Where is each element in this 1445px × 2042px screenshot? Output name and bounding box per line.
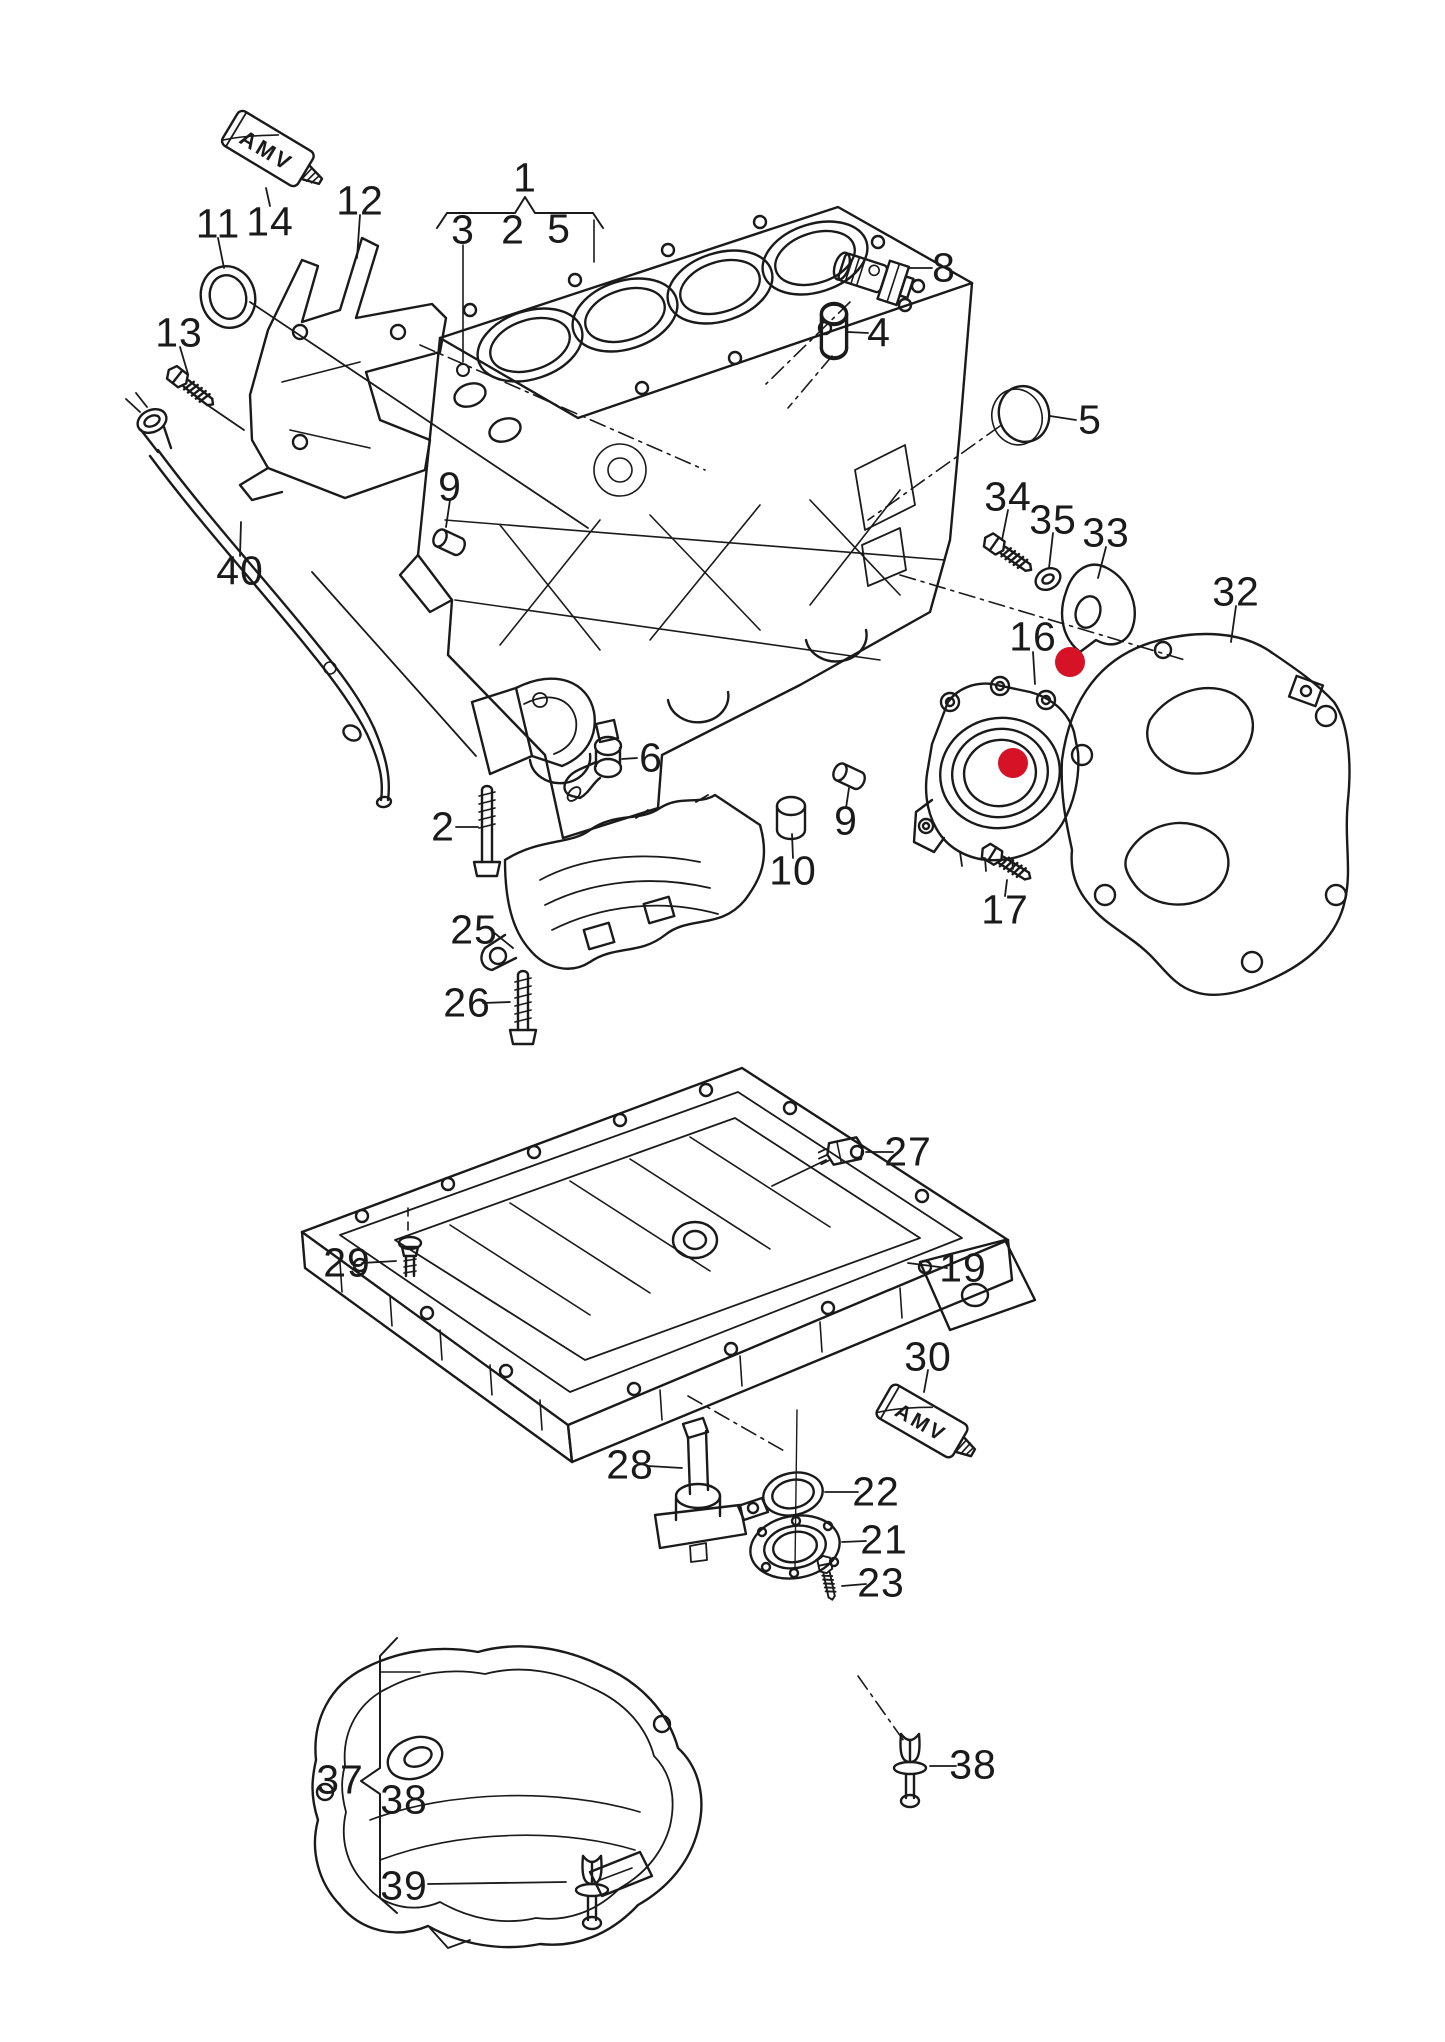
callout-3[interactable]: 3 <box>451 206 475 253</box>
bracket-12-art <box>238 236 448 502</box>
callout-14[interactable]: 14 <box>246 198 294 245</box>
callout-4[interactable]: 4 <box>867 309 891 356</box>
amv-label-1: AMV <box>235 125 297 176</box>
bearing-bridge-art <box>470 677 596 776</box>
callout-32[interactable]: 32 <box>1212 568 1260 615</box>
dipstick-tube-40-art <box>125 392 393 809</box>
callout-8[interactable]: 8 <box>932 244 956 291</box>
callout-17[interactable]: 17 <box>981 886 1029 933</box>
screw-17-art <box>977 840 1036 887</box>
callout-34[interactable]: 34 <box>984 473 1032 520</box>
highlight-dot-1 <box>1055 647 1085 677</box>
callout-25[interactable]: 25 <box>450 906 498 953</box>
oil-level-sensor-28-art <box>653 1416 770 1563</box>
screw-23-art <box>815 1553 840 1603</box>
amv-label-2: AMV <box>891 1399 951 1447</box>
brace-bracket-37-art <box>360 1637 421 1914</box>
callout-5-side[interactable]: 5 <box>1078 396 1102 443</box>
bolt-2-art <box>472 784 502 878</box>
sealing-plug-5-art <box>991 384 1051 446</box>
callout-40[interactable]: 40 <box>216 547 264 594</box>
screw-13-art <box>162 362 220 412</box>
callout-19[interactable]: 19 <box>939 1244 987 1291</box>
dowel-pin-9-left-art <box>429 526 469 559</box>
callout-21[interactable]: 21 <box>860 1516 908 1563</box>
amv-tube-14-art <box>220 109 324 188</box>
oil-pan-19-art <box>300 1066 1037 1464</box>
gasket-32-art <box>1060 632 1351 996</box>
callout-2-bolt[interactable]: 2 <box>431 803 455 850</box>
oil-drain-plug-27-art <box>817 1136 864 1166</box>
callout-9-left[interactable]: 9 <box>438 463 462 510</box>
callout-23[interactable]: 23 <box>857 1559 905 1606</box>
callout-33[interactable]: 33 <box>1082 509 1130 556</box>
seal-ring-11-art <box>199 265 257 329</box>
screw-26-art <box>508 969 538 1046</box>
callout-29[interactable]: 29 <box>323 1239 371 1286</box>
callout-6[interactable]: 6 <box>639 734 663 781</box>
leader-lines <box>179 187 1237 1885</box>
engine-block-art <box>398 205 974 840</box>
dowel-pin-9-right-art <box>829 760 869 793</box>
highlight-dot-2 <box>998 748 1028 778</box>
baffle-plate-25-art <box>480 793 766 972</box>
callout-10[interactable]: 10 <box>769 847 817 894</box>
bushing-10-art <box>775 795 807 841</box>
clip-38-art <box>892 1732 928 1809</box>
callout-37[interactable]: 37 <box>316 1756 364 1803</box>
callout-9-right[interactable]: 9 <box>834 797 858 844</box>
screw-29-art <box>397 1207 423 1278</box>
screw-34-art <box>979 529 1037 578</box>
callout-12[interactable]: 12 <box>336 177 384 224</box>
callout-13[interactable]: 13 <box>155 309 203 356</box>
amv-tube-30-art <box>875 1383 977 1459</box>
callout-38-left[interactable]: 38 <box>380 1776 428 1823</box>
callout-35[interactable]: 35 <box>1029 496 1077 543</box>
seal-ring-22-art <box>762 1471 824 1517</box>
callout-27[interactable]: 27 <box>884 1128 932 1175</box>
callout-26[interactable]: 26 <box>443 979 491 1026</box>
callout-22[interactable]: 22 <box>852 1468 900 1515</box>
flange-21-art <box>749 1514 841 1580</box>
callout-28[interactable]: 28 <box>606 1441 654 1488</box>
seal-flange-16-art <box>912 675 1080 872</box>
callout-39[interactable]: 39 <box>380 1862 428 1909</box>
lower-oil-pan-37-art <box>311 1645 703 1949</box>
callout-2-top[interactable]: 2 <box>501 206 525 253</box>
callout-1[interactable]: 1 <box>513 154 537 201</box>
oil-spray-nozzle-6-art <box>563 718 623 802</box>
callout-11[interactable]: 11 <box>195 200 241 247</box>
callout-5-top[interactable]: 5 <box>547 205 571 252</box>
washer-35-art <box>1034 566 1062 592</box>
callout-30[interactable]: 30 <box>904 1333 952 1380</box>
callout-16[interactable]: 16 <box>1009 613 1057 660</box>
sensor-8-art <box>832 251 915 307</box>
alignment-dash-lines <box>419 301 1186 1745</box>
callout-38-right[interactable]: 38 <box>949 1741 997 1788</box>
